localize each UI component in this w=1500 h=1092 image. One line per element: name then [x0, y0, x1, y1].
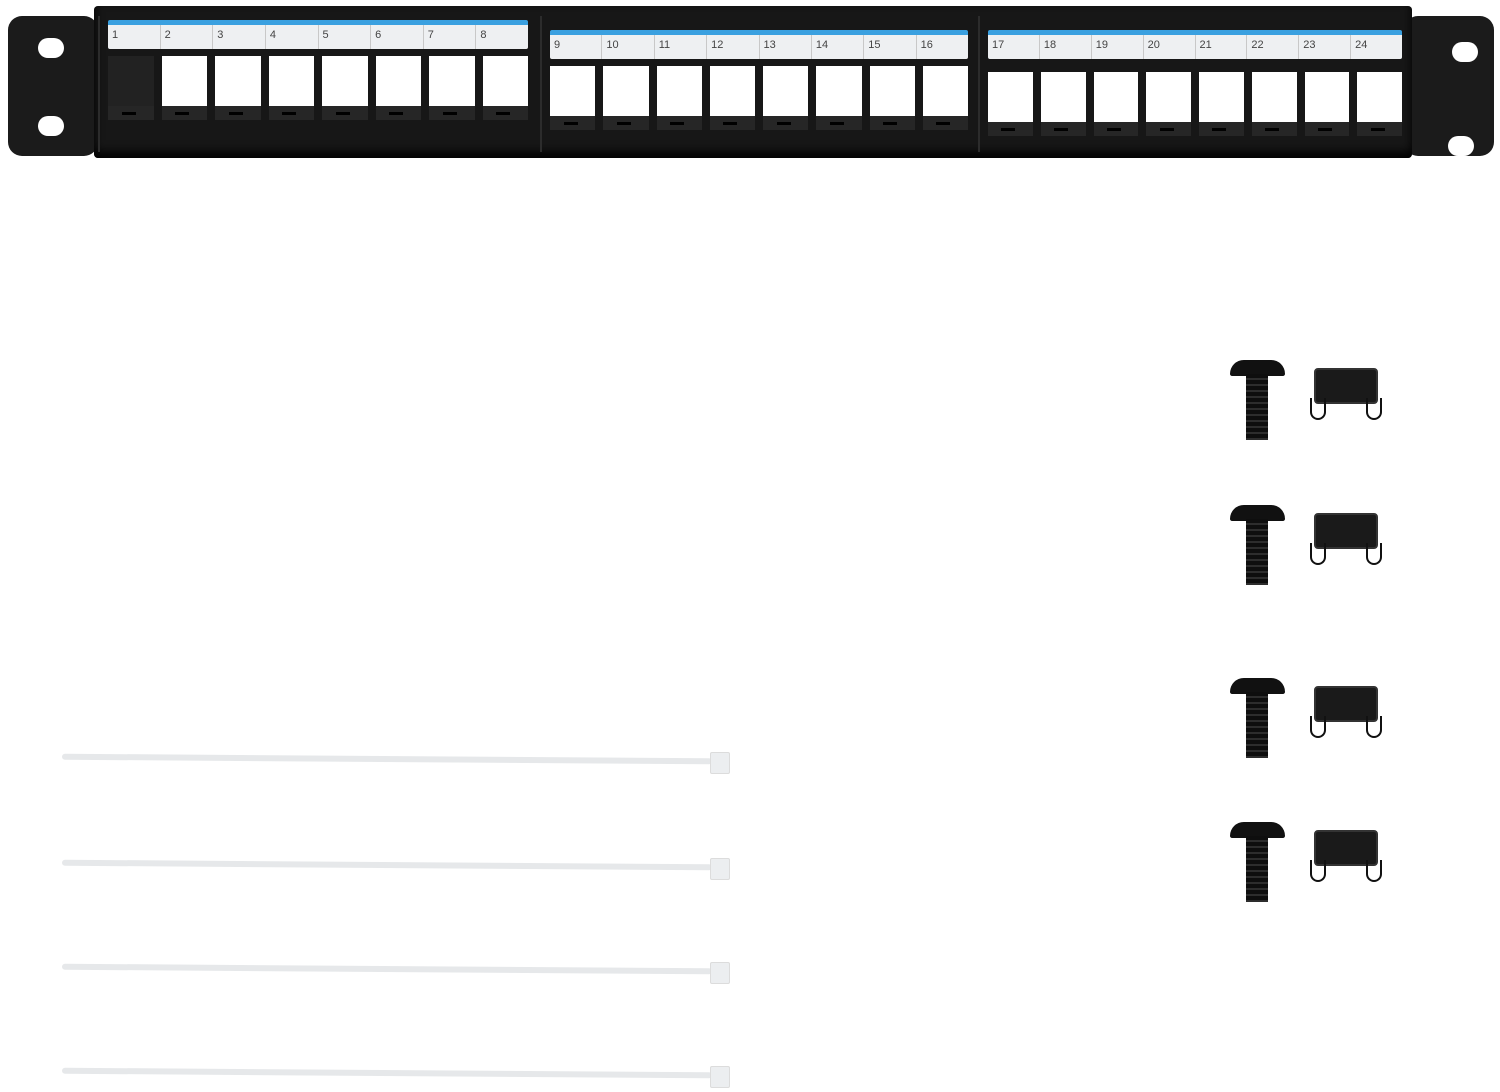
port-section-2: 9 10 11 12 13 14 15 16 [540, 16, 976, 152]
keystone-port [1304, 72, 1350, 136]
port-label: 14 [810, 35, 863, 59]
mounting-hole [38, 38, 64, 58]
mounting-ear-left [8, 16, 98, 156]
label-strip: 1 2 3 4 5 6 7 8 [108, 20, 528, 49]
keystone-port [161, 56, 207, 120]
keystone-port [375, 56, 421, 120]
cable-tie [61, 858, 730, 880]
hardware-set [1230, 822, 1390, 912]
port-label: 6 [370, 25, 423, 49]
cable-tie [61, 752, 730, 774]
port-label: 12 [706, 35, 758, 59]
port-section-3: 17 18 19 20 21 22 23 24 [978, 16, 1410, 152]
port-label: 4 [264, 25, 318, 49]
keystone-port [550, 66, 596, 130]
mounting-ear-right [1404, 16, 1494, 156]
keystone-port [603, 66, 649, 130]
port-label: 13 [758, 35, 811, 59]
port-label: 10 [601, 35, 653, 59]
port-label: 15 [863, 35, 915, 59]
cage-nut-icon [1310, 513, 1382, 565]
keystone-port [1040, 72, 1086, 136]
hardware-set [1230, 678, 1390, 768]
mounting-hole [1448, 136, 1474, 156]
screw-icon [1230, 505, 1285, 590]
keystone-port [108, 56, 154, 120]
keystone-port [1146, 72, 1191, 136]
mounting-hole [38, 116, 64, 136]
port-label: 1 [112, 29, 119, 41]
port-label: 16 [915, 35, 968, 59]
keystone-port [709, 66, 755, 130]
mounting-hole [1452, 42, 1478, 62]
keystone-port [988, 72, 1033, 136]
keystone-port [482, 56, 528, 120]
port-label: 9 [554, 39, 561, 51]
keystone-port [1199, 72, 1244, 136]
screw-icon [1230, 360, 1285, 445]
keystone-port [429, 56, 475, 120]
cable-tie [61, 962, 730, 984]
keystone-port [922, 66, 968, 130]
port-label: 7 [422, 25, 476, 49]
keystone-port [268, 56, 314, 120]
port-label: 2 [159, 25, 213, 49]
port-label: 18 [1038, 35, 1091, 59]
cable-tie [61, 1066, 730, 1088]
patch-panel: 1 2 3 4 5 6 7 8 9 [4, 4, 1496, 158]
label-strip: 17 18 19 20 21 22 23 24 [988, 30, 1402, 59]
port-label: 5 [317, 25, 371, 49]
port-label: 17 [992, 39, 1005, 51]
cage-nut-icon [1310, 368, 1382, 420]
keystone-port [763, 66, 809, 130]
keystone-port [1357, 72, 1402, 136]
port-label: 21 [1194, 35, 1247, 59]
port-label: 19 [1090, 35, 1143, 59]
port-label: 23 [1298, 35, 1350, 59]
panel-body: 1 2 3 4 5 6 7 8 9 [94, 6, 1412, 158]
screw-icon [1230, 678, 1285, 763]
port-label: 24 [1350, 35, 1402, 59]
keystone-port [869, 66, 915, 130]
keystone-port [656, 66, 702, 130]
hardware-set [1230, 360, 1390, 450]
keystone-port [322, 56, 368, 120]
keystone-port [1093, 72, 1139, 136]
port-label: 3 [212, 25, 265, 49]
keystone-port [215, 56, 261, 120]
screw-icon [1230, 822, 1285, 907]
cage-nut-icon [1310, 830, 1382, 882]
label-strip: 9 10 11 12 13 14 15 16 [550, 30, 968, 59]
keystone-port [816, 66, 862, 130]
port-label: 11 [653, 35, 706, 59]
keystone-port [1251, 72, 1297, 136]
port-label: 22 [1246, 35, 1298, 59]
port-label: 20 [1142, 35, 1195, 59]
hardware-set [1230, 505, 1390, 595]
port-section-1: 1 2 3 4 5 6 7 8 [98, 16, 536, 152]
port-label: 8 [475, 25, 528, 49]
cage-nut-icon [1310, 686, 1382, 738]
